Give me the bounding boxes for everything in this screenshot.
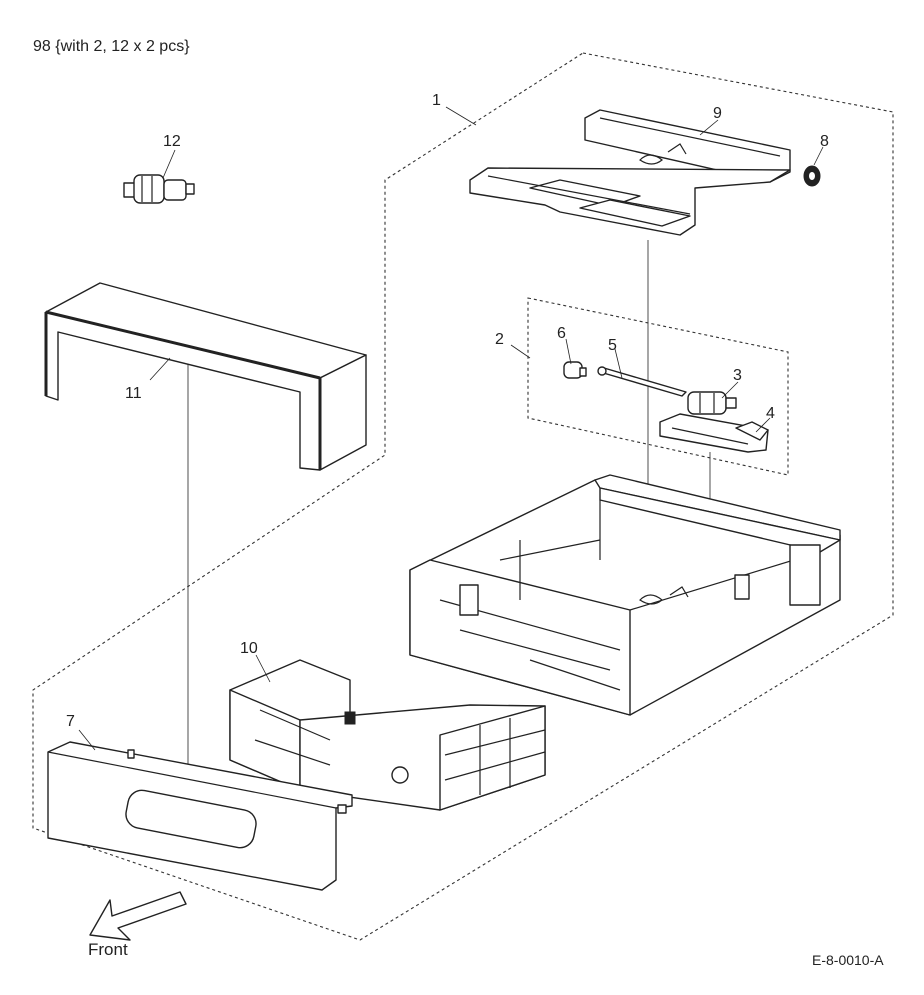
callout-7: 7 (66, 713, 75, 730)
callout-1: 1 (432, 92, 441, 109)
part-6-roller (563, 361, 587, 379)
document-id: E-8-0010-A (812, 952, 884, 968)
callout-6: 6 (557, 325, 566, 342)
callout-leaders (78, 106, 824, 751)
front-arrow-icon (89, 891, 187, 941)
front-label: Front (88, 940, 128, 959)
part-3-pick-roller (687, 391, 737, 415)
main-tray (409, 474, 841, 716)
diagram-heading: 98 {with 2, 12 x 2 pcs} (33, 38, 190, 55)
callout-5: 5 (608, 337, 617, 354)
callout-8: 8 (820, 133, 829, 150)
callout-9: 9 (713, 105, 722, 122)
part-9-guide-plate (469, 109, 791, 236)
assembly-1-boundary (32, 52, 894, 941)
part-11-cover (44, 282, 367, 471)
part-5-shaft (597, 366, 687, 397)
callout-11: 11 (125, 385, 142, 402)
callout-3: 3 (733, 367, 742, 384)
part-8-gear (803, 165, 821, 187)
callout-2: 2 (495, 331, 504, 348)
callout-4: 4 (766, 405, 775, 422)
part-4-holder (659, 413, 769, 453)
callout-10: 10 (240, 640, 258, 657)
part-7-front-cover (47, 741, 353, 891)
part-12-feed-roller (123, 174, 195, 204)
part-10-end-guide (229, 659, 546, 811)
callout-12: 12 (163, 133, 181, 150)
